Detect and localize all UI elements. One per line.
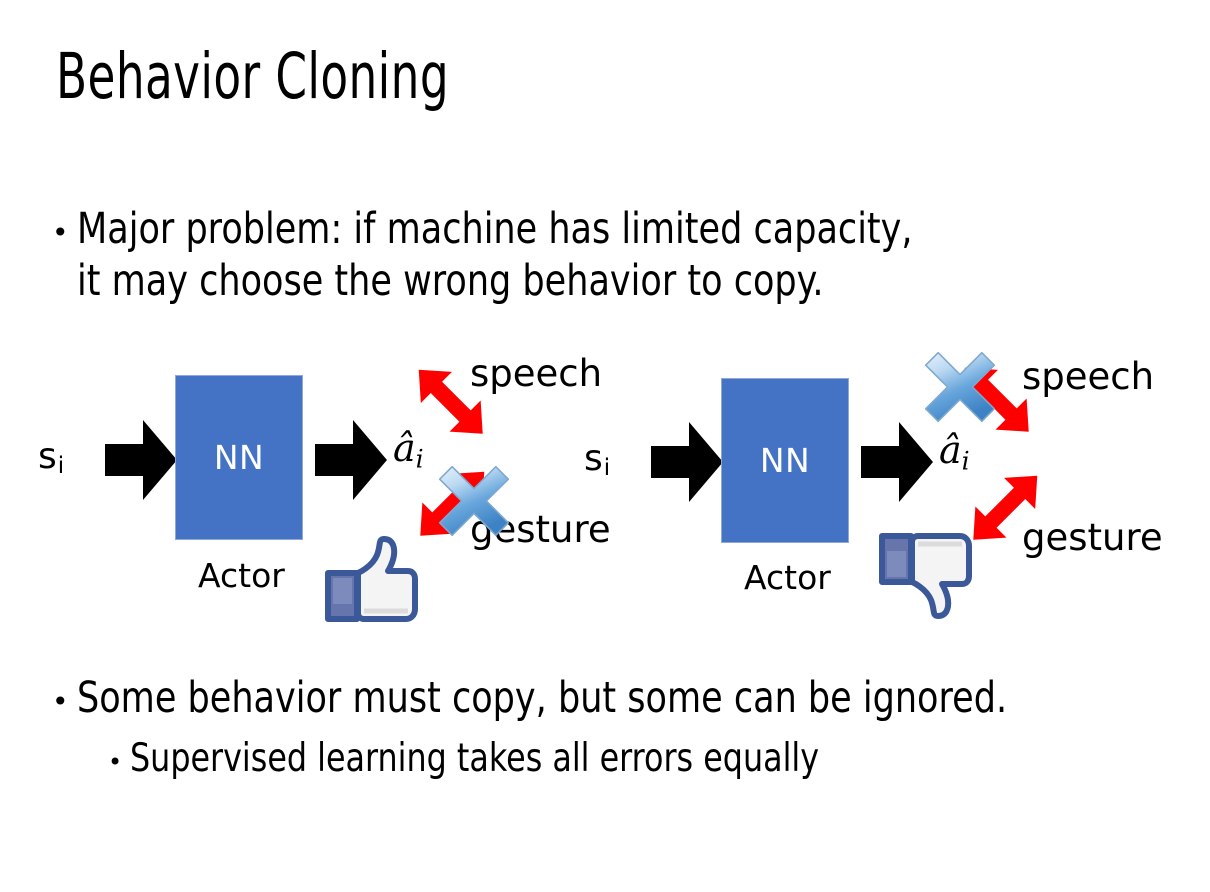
- output-arrow-right-icon: [861, 420, 933, 504]
- speech-arrow-right-icon: [941, 344, 1061, 464]
- page-title: Behavior Cloning: [56, 40, 450, 113]
- action-label-right: âi: [939, 428, 970, 475]
- thumbs-down-icon: [876, 530, 972, 622]
- action-subscript-left: i: [415, 444, 424, 474]
- nn-box-right[interactable]: NN: [721, 378, 849, 543]
- speech-arrow-left-icon: [395, 346, 515, 466]
- bullet-marker-icon: •: [52, 216, 69, 249]
- input-arrow-right-icon: [651, 420, 723, 504]
- bullet-some-behavior: • Some behavior must copy, but some can …: [52, 673, 1172, 725]
- nn-box-right-label: NN: [759, 441, 811, 480]
- output-label-speech-right: speech: [1022, 355, 1155, 398]
- action-label-left-symbol: â: [393, 426, 416, 470]
- nn-box-left-label: NN: [213, 438, 265, 477]
- diagram-left: si NN Actor âi: [10, 330, 611, 630]
- cross-out-gesture-left-icon: [435, 462, 513, 540]
- input-arrow-left-icon: [105, 418, 177, 502]
- bullet-major-problem-text: Major problem: if machine has limited ca…: [76, 204, 913, 307]
- bullet-major-problem: • Major problem: if machine has limited …: [52, 203, 1112, 307]
- gesture-arrow-right-icon: [941, 452, 1061, 572]
- output-label-gesture-right: gesture: [1022, 516, 1163, 559]
- output-label-speech-left: speech: [470, 352, 603, 395]
- cross-out-speech-right-icon: [921, 348, 999, 426]
- actor-label-left: Actor: [198, 556, 285, 595]
- diagram-right: si NN Actor âi: [556, 330, 1163, 630]
- thumbs-up-icon: [322, 533, 418, 625]
- bullet-some-behavior-text: Some behavior must copy, but some can be…: [76, 673, 1007, 723]
- bullet-marker-icon: •: [108, 748, 123, 776]
- bullet-marker-icon: •: [52, 685, 69, 718]
- bullet-supervised-learning: • Supervised learning takes all errors e…: [108, 736, 1168, 783]
- actor-label-right: Actor: [744, 558, 831, 597]
- action-label-right-symbol: â: [939, 428, 962, 472]
- state-subscript-left: i: [57, 453, 65, 480]
- action-subscript-right: i: [961, 446, 970, 476]
- state-label-right: si: [584, 438, 611, 482]
- nn-box-left[interactable]: NN: [175, 375, 303, 540]
- state-subscript-right: i: [603, 455, 611, 482]
- output-arrow-left-icon: [315, 418, 387, 502]
- bullet-supervised-learning-text: Supervised learning takes all errors equ…: [130, 736, 820, 781]
- state-label-left: si: [38, 436, 65, 480]
- action-label-left: âi: [393, 426, 424, 473]
